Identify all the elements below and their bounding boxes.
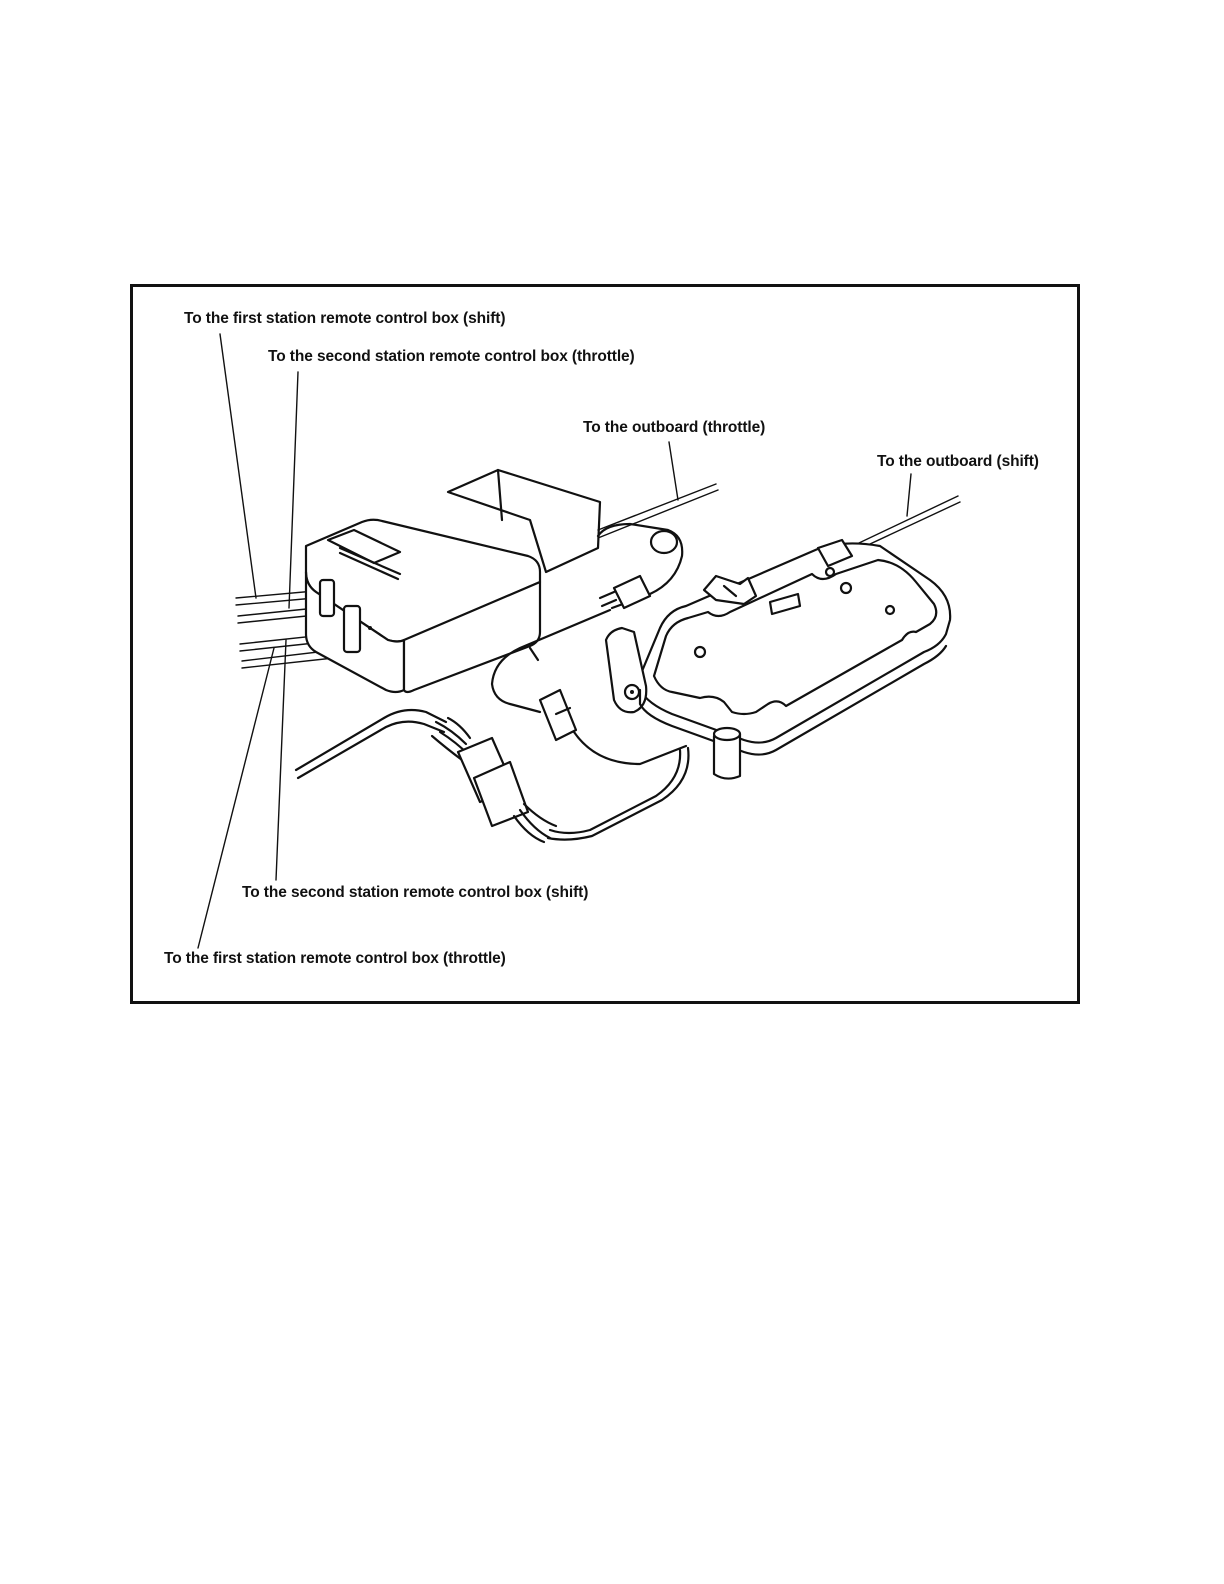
label-first-station-throttle: To the first station remote control box … [164, 950, 506, 968]
label-first-station-shift: To the first station remote control box … [184, 310, 505, 328]
label-outboard-shift: To the outboard (shift) [877, 453, 1039, 471]
leader-outboard-throttle [669, 442, 678, 500]
label-second-station-shift: To the second station remote control box… [242, 884, 588, 902]
leader-first-station-throttle [198, 648, 274, 948]
label-second-station-throttle: To the second station remote control box… [268, 348, 635, 366]
leader-outboard-shift [907, 474, 911, 516]
junction-box [306, 470, 600, 692]
actuator-unit [606, 540, 950, 779]
label-outboard-throttle: To the outboard (throttle) [583, 419, 765, 437]
leader-second-station-shift [276, 640, 286, 880]
leader-second-station-throttle [289, 372, 298, 608]
leader-first-station-shift [220, 334, 256, 598]
